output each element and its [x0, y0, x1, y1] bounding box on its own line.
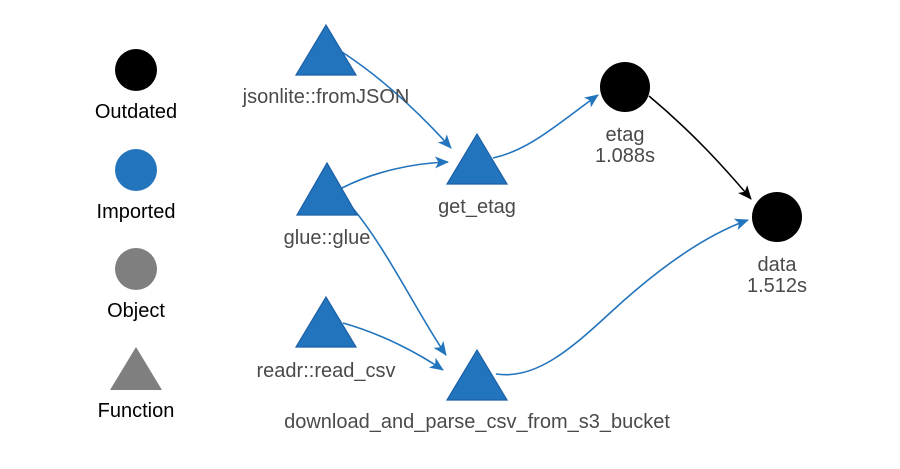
legend-label-imported: Imported: [97, 201, 176, 223]
node-data-label: data: [758, 254, 798, 276]
node-jsonlite-fromjson-triangle-icon[interactable]: [294, 23, 358, 76]
node-glue-glue[interactable]: glue::glue: [284, 161, 371, 249]
node-readr-read-csv[interactable]: readr::read_csv: [257, 295, 396, 382]
edges: [341, 51, 752, 376]
legend-label-object: Object: [107, 300, 165, 322]
legend-item-function: Function: [98, 347, 175, 422]
edge-readr-read-csv-to-download-and-parse-csv-from-s3-bucket: [342, 322, 444, 371]
node-get-etag-label: get_etag: [438, 196, 516, 218]
legend-label-outdated: Outdated: [95, 101, 177, 123]
legend-imported-circle-icon: [115, 149, 157, 191]
node-data-circle-icon[interactable]: [752, 192, 802, 242]
node-readr-read-csv-label: readr::read_csv: [257, 360, 396, 382]
node-glue-glue-triangle-icon[interactable]: [295, 161, 359, 216]
node-readr-read-csv-triangle-icon[interactable]: [294, 295, 358, 348]
legend-label-function: Function: [98, 400, 175, 422]
edge-etag-to-data: [648, 95, 752, 200]
legend-item-imported: Imported: [97, 149, 176, 223]
node-download-and-parse-csv-from-s3-bucket-triangle-icon[interactable]: [445, 348, 509, 401]
edge-glue-glue-to-download-and-parse-csv-from-s3-bucket: [349, 204, 447, 356]
legend-item-object: Object: [107, 248, 165, 322]
edge-get-etag-to-etag: [492, 94, 599, 159]
node-etag-label: etag: [606, 124, 645, 146]
node-download-and-parse-csv-from-s3-bucket-label: download_and_parse_csv_from_s3_bucket: [284, 411, 670, 433]
node-jsonlite-fromjson-label: jsonlite::fromJSON: [242, 86, 410, 108]
legend-item-outdated: Outdated: [95, 49, 177, 123]
nodes: jsonlite::fromJSONglue::gluereadr::read_…: [242, 23, 807, 433]
node-etag-circle-icon[interactable]: [600, 62, 650, 112]
node-get-etag-triangle-icon[interactable]: [445, 132, 509, 185]
node-download-and-parse-csv-from-s3-bucket[interactable]: download_and_parse_csv_from_s3_bucket: [284, 348, 670, 433]
legend-function-triangle-icon: [110, 347, 162, 390]
node-glue-glue-label: glue::glue: [284, 227, 371, 249]
edge-glue-glue-to-get-etag: [341, 156, 449, 189]
legend-outdated-circle-icon: [115, 49, 157, 91]
node-etag-label-time: 1.088s: [595, 145, 655, 167]
edge-download-and-parse-csv-from-s3-bucket-to-data: [495, 218, 749, 376]
node-jsonlite-fromjson[interactable]: jsonlite::fromJSON: [242, 23, 410, 108]
legend-object-circle-icon: [115, 248, 157, 290]
node-get-etag[interactable]: get_etag: [438, 132, 516, 218]
node-data-label-time: 1.512s: [747, 275, 807, 297]
edge-jsonlite-fromjson-to-get-etag: [341, 51, 452, 149]
